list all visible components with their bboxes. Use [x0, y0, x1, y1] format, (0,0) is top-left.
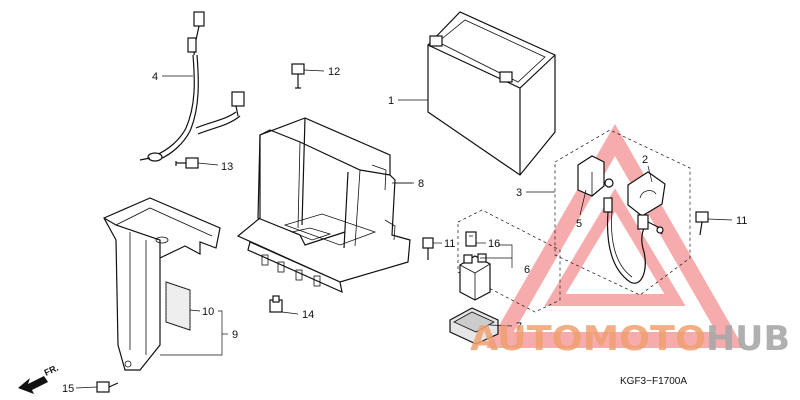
cable-kit-box-part-3	[554, 129, 691, 296]
terminal-cover-part-2	[627, 171, 666, 217]
watermark-logo: AUTOMOTO HUB	[470, 319, 790, 359]
watermark-text-auto: AUTOMOTO	[470, 319, 706, 359]
callout-16: 16	[488, 238, 500, 250]
relay-cover-part-7	[449, 307, 499, 345]
rubber-pad-part-10	[165, 281, 191, 331]
callout-2: 2	[642, 154, 648, 166]
callout-labels: 1 2 3 4 5 6 7 8 9 10 11 11 12 13 14 15 1…	[62, 66, 747, 395]
callout-7: 7	[516, 321, 522, 333]
battery-part-1	[427, 11, 556, 176]
fuse-part-16	[465, 231, 477, 247]
callout-4: 4	[152, 71, 158, 83]
bolt-part-15	[96, 381, 119, 393]
callout-12: 12	[328, 66, 340, 78]
direction-label: FR.	[43, 363, 60, 378]
callout-14: 14	[302, 309, 314, 321]
bolt-part-11-middle	[422, 237, 434, 260]
front-direction-arrow: FR.	[18, 363, 60, 394]
callout-11-middle: 11	[444, 238, 455, 250]
watermark-text-hub: HUB	[706, 319, 790, 359]
battery-holder-part-9	[103, 197, 221, 371]
callout-5: 5	[576, 218, 582, 230]
leader-lines	[75, 69, 733, 389]
callout-9: 9	[232, 329, 238, 341]
battery-tray-part-8	[236, 117, 411, 294]
watermark-triangle	[486, 123, 744, 348]
callout-6: 6	[524, 264, 530, 276]
callout-13: 13	[221, 161, 233, 173]
callout-3: 3	[516, 187, 522, 199]
callout-1: 1	[388, 95, 394, 107]
callout-10: 10	[202, 306, 214, 318]
diagram-code: KGF3−F1700A	[620, 376, 687, 387]
terminal-cable	[603, 178, 664, 284]
callout-15: 15	[62, 383, 74, 395]
relay-box-part-6	[457, 209, 561, 313]
callout-8: 8	[418, 178, 424, 190]
starter-relay-part-6	[459, 253, 491, 301]
battery-cable-part-4	[139, 11, 245, 162]
bolt-part-13	[175, 157, 199, 169]
terminal-cap-part-5	[577, 155, 605, 197]
clip-part-14	[269, 295, 283, 313]
bolt-part-12	[291, 63, 305, 89]
bolt-part-11-right	[695, 211, 709, 236]
callout-11-right: 11	[736, 215, 747, 227]
